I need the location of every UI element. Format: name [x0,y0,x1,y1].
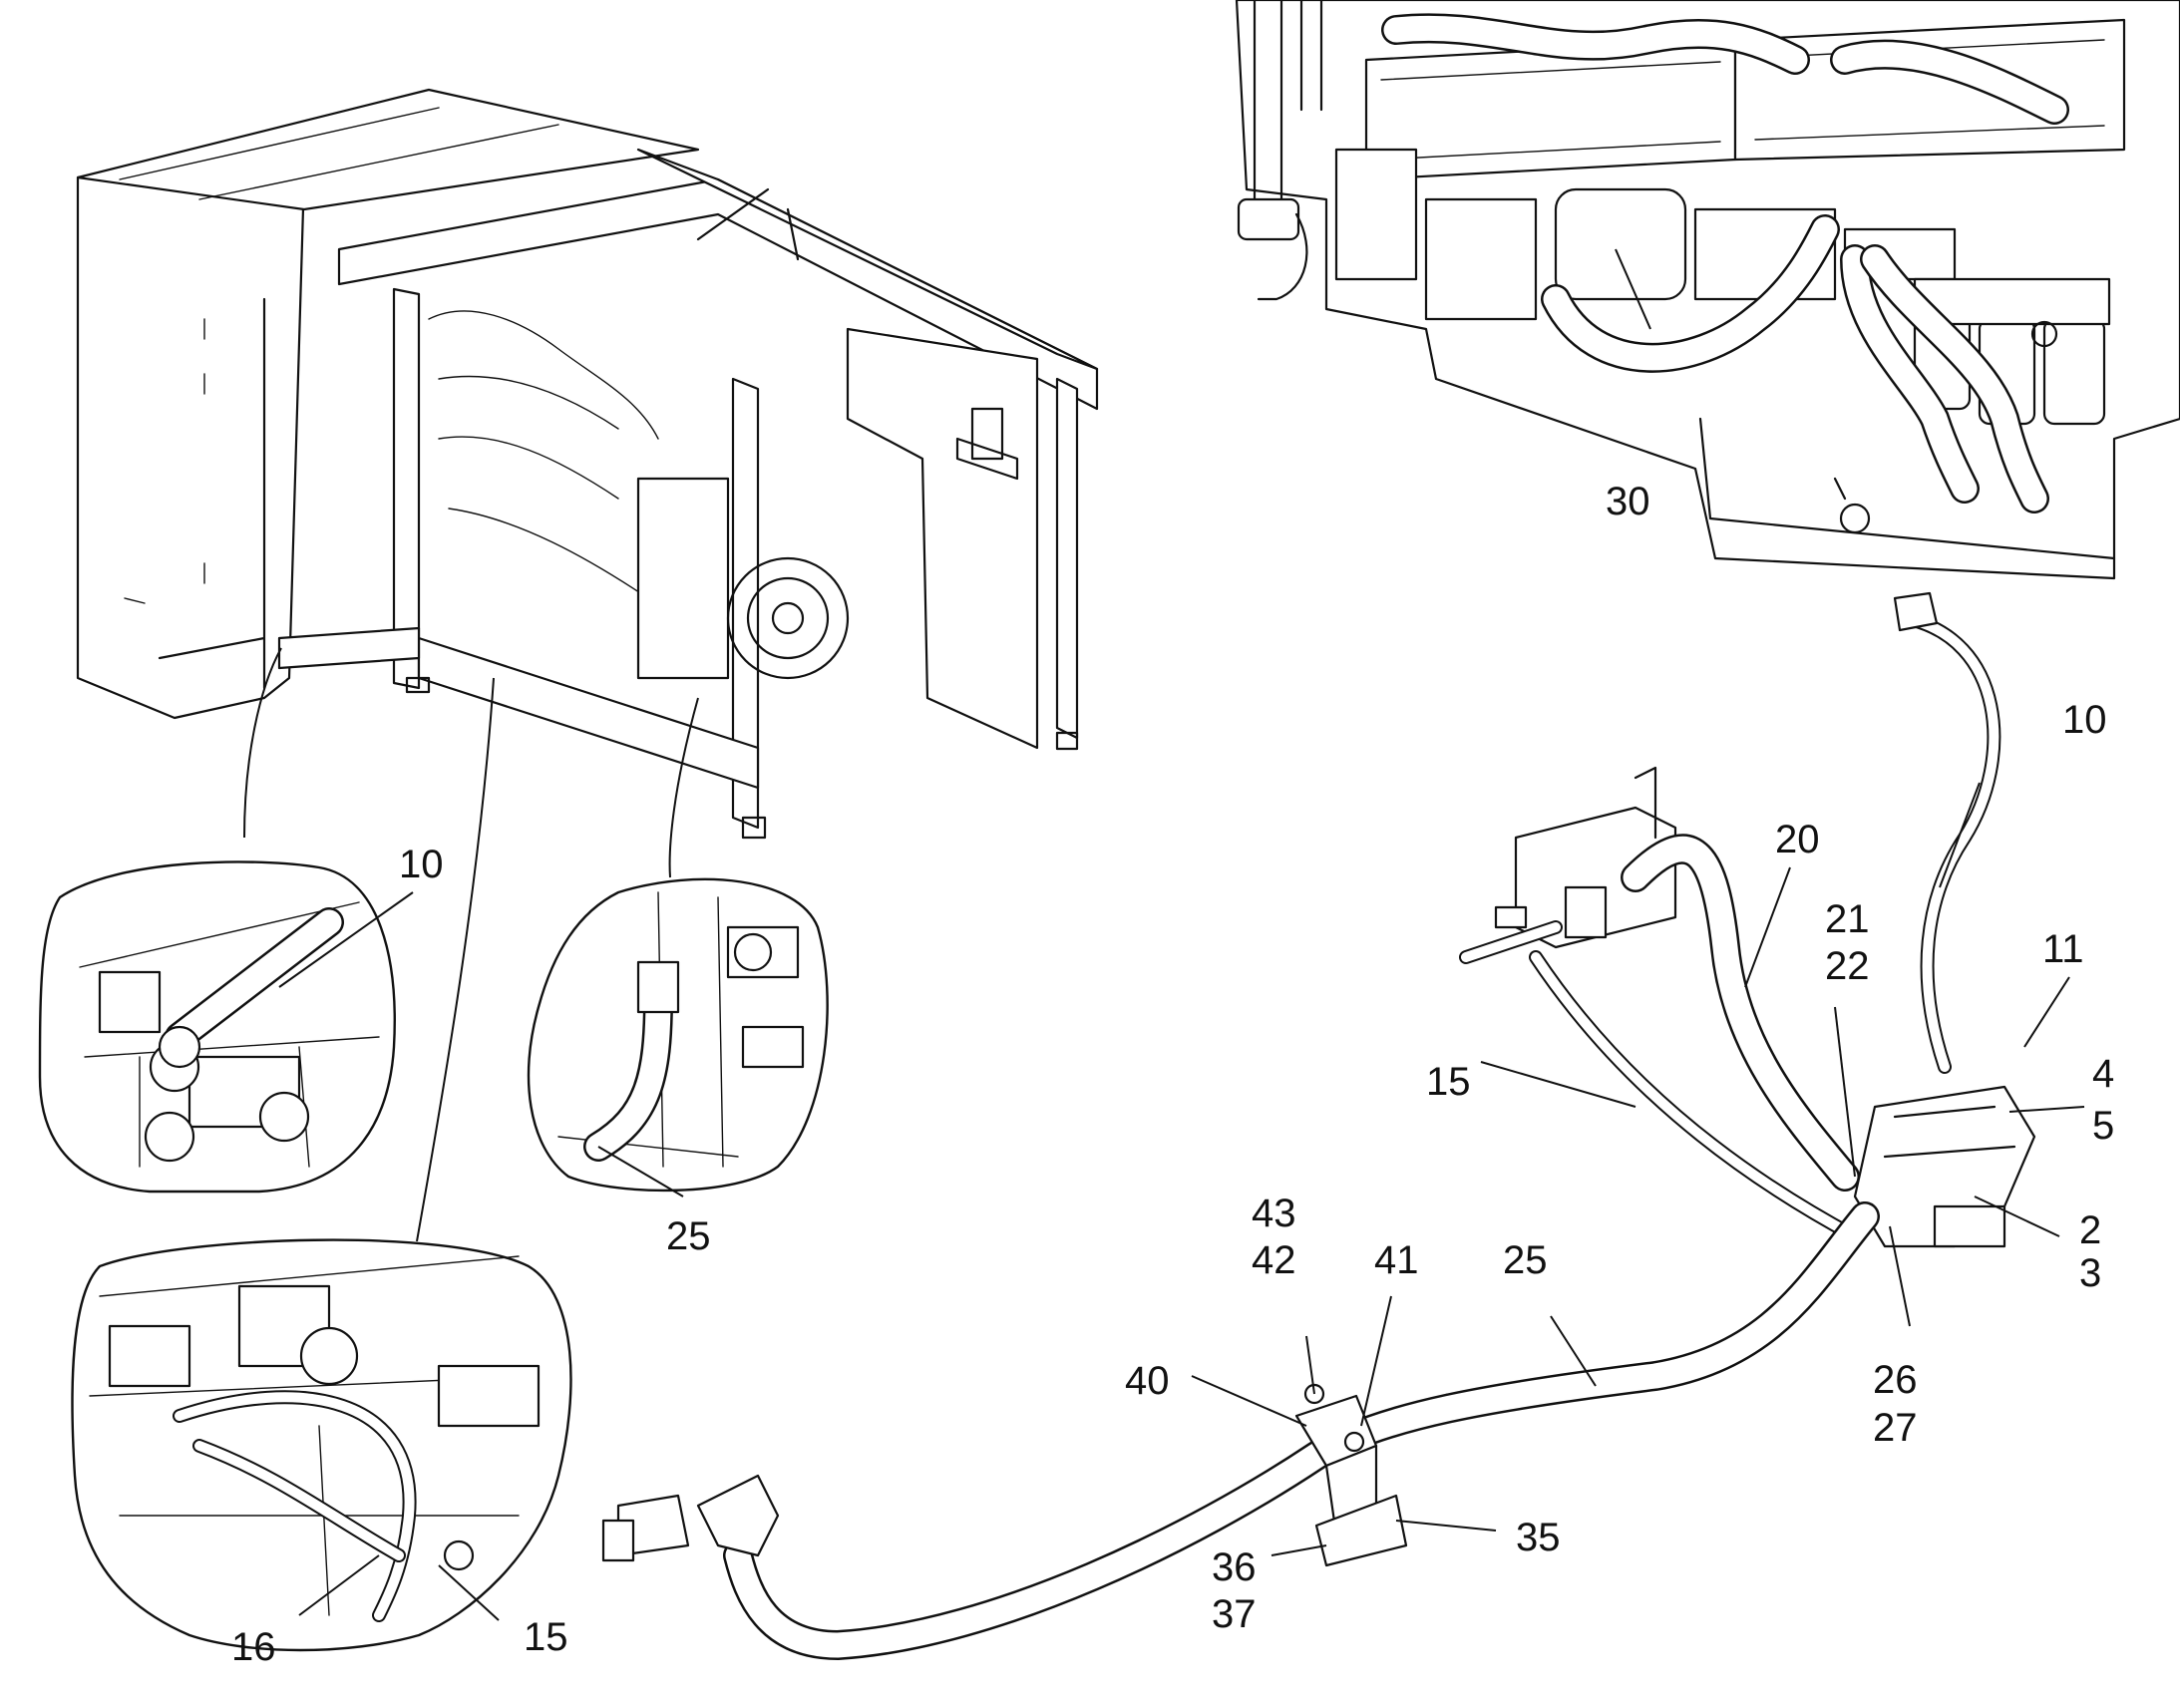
callout-35: 35 [1516,1516,1561,1559]
callout-25-detail: 25 [666,1214,711,1258]
callout-16: 16 [231,1625,276,1669]
callout-leaders [278,248,2085,1621]
detail-view-c [71,1238,572,1652]
callout-10-top: 10 [2062,698,2107,742]
callout-41: 41 [1374,1238,1419,1282]
callout-labels: 30 10 20 21 22 11 4 5 15 2 3 43 42 41 25… [231,480,2114,1669]
callout-2: 2 [2079,1208,2101,1252]
callout-11: 11 [2042,927,2084,971]
callout-15-detail: 15 [524,1615,568,1659]
callout-37: 37 [1212,1592,1257,1636]
callout-43: 43 [1252,1192,1296,1235]
detail-view-b [527,877,829,1193]
callout-42: 42 [1252,1238,1296,1282]
callout-10-detail: 10 [399,843,444,886]
callout-20: 20 [1775,818,1820,861]
callout-30: 30 [1606,480,1650,523]
callout-3: 3 [2079,1251,2101,1295]
exploded-assembly [601,591,2036,1660]
callout-36: 36 [1212,1545,1257,1589]
enclosure-frame [76,88,1099,840]
callout-15-mid: 15 [1426,1060,1471,1104]
callout-22: 22 [1825,944,1870,988]
detail-b-leader [668,697,699,878]
detail-c-leader [416,677,495,1242]
engine-view [1235,0,2180,580]
callout-25-mid: 25 [1503,1238,1548,1282]
detail-view-a [38,860,396,1194]
callout-40: 40 [1125,1359,1170,1403]
callout-4: 4 [2092,1052,2114,1096]
callout-27: 27 [1873,1406,1918,1450]
callout-26: 26 [1873,1358,1918,1402]
detail-a-leader [243,647,282,839]
callout-21: 21 [1825,897,1870,941]
callout-5: 5 [2092,1104,2114,1148]
